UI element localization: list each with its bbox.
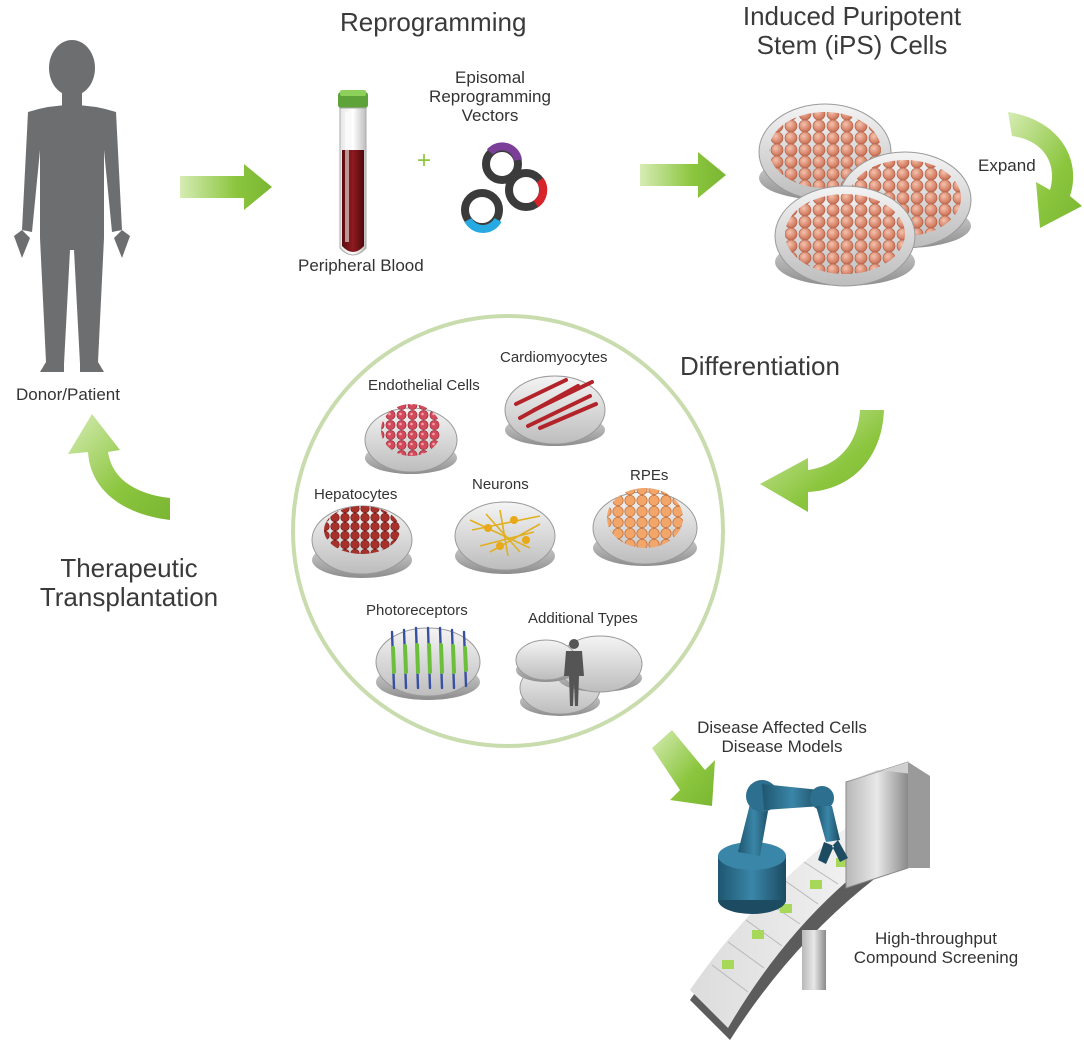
label-ips-line2: Stem (iPS) Cells	[756, 30, 948, 61]
petri-dish-icon	[774, 185, 916, 287]
petri-dish-icon	[454, 501, 556, 574]
arrow-to-screening	[652, 730, 715, 806]
svg-text:+: +	[417, 147, 431, 174]
petri-dish-icon	[375, 626, 481, 700]
label-cardiomyocytes: Cardiomyocytes	[500, 349, 608, 366]
label-photoreceptors: Photoreceptors	[366, 602, 468, 619]
arrow-differentiation	[760, 410, 884, 512]
label-episomal-line1: Episomal	[455, 68, 525, 87]
arrow-expand-cycle	[1008, 112, 1082, 228]
label-hepatocytes: Hepatocytes	[314, 486, 398, 503]
label-episomal-vectors: Episomal Reprogramming Vectors	[420, 68, 560, 125]
petri-dish-icon	[364, 404, 458, 474]
label-therapeutic-line1: Therapeutic	[60, 553, 198, 583]
plasmid-rings-icon	[461, 142, 548, 233]
arrow-therapeutic-transplantation	[68, 414, 170, 520]
label-donor-patient: Donor/Patient	[16, 385, 120, 404]
petri-dish-icon	[515, 635, 643, 716]
plus-sign: +	[417, 147, 431, 174]
label-disease-models: Disease Affected Cells Disease Models	[684, 718, 880, 756]
label-reprogramming: Reprogramming	[340, 7, 527, 37]
label-compound-screening: High-throughput Compound Screening	[842, 929, 1030, 967]
label-rpes: RPEs	[630, 467, 669, 484]
label-additional-types: Additional Types	[528, 610, 638, 627]
label-ips-line1: Induced Puripotent	[742, 1, 962, 31]
label-ips-cells: Induced Puripotent Stem (iPS) Cells	[712, 1, 992, 61]
petri-dish-icon	[592, 488, 698, 566]
arrow-donor-to-reprogramming	[180, 164, 272, 210]
blood-tube-icon	[338, 90, 368, 256]
label-disease-line2: Disease Models	[721, 737, 843, 757]
label-disease-line1: Disease Affected Cells	[697, 718, 867, 737]
label-expand: Expand	[978, 156, 1036, 175]
petri-dish-icon	[504, 375, 606, 446]
human-silhouette-icon	[564, 639, 584, 706]
label-episomal-line2: Reprogramming	[429, 87, 551, 107]
robot-arm-icon	[718, 780, 848, 914]
label-peripheral-blood: Peripheral Blood	[298, 256, 424, 275]
arrow-reprogramming-to-ips	[640, 152, 726, 198]
label-neurons: Neurons	[472, 476, 529, 493]
ips-cell-dishes	[758, 103, 972, 287]
screening-chamber-icon	[845, 761, 930, 889]
label-therapeutic-transplantation: Therapeutic Transplantation	[26, 553, 232, 613]
label-episomal-line3: Vectors	[461, 106, 519, 126]
label-screening-line2: Compound Screening	[853, 948, 1019, 968]
label-therapeutic-line2: Transplantation	[39, 582, 219, 613]
label-screening-line1: High-throughput	[875, 929, 997, 948]
label-endothelial-cells: Endothelial Cells	[368, 377, 480, 394]
label-differentiation: Differentiation	[680, 351, 840, 381]
human-silhouette-icon	[14, 40, 130, 372]
petri-dish-icon	[311, 505, 413, 578]
